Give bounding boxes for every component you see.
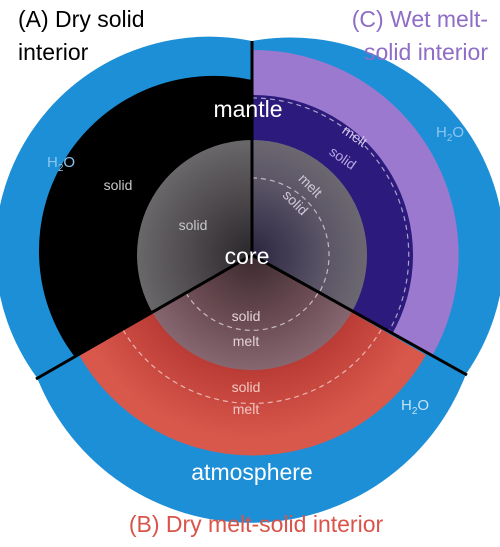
title-c-line2: solid interior: [364, 39, 488, 65]
h2o-right-bottom-label: H2O: [401, 397, 429, 417]
panel-b-core-solid-label: solid: [232, 308, 261, 324]
atmosphere-label: atmosphere: [191, 459, 312, 485]
melt-solid-boundaries: [122, 97, 410, 404]
panel-c-mantle-boundary: [251, 97, 410, 334]
panel-a-mantle-solid-label: solid: [104, 177, 133, 193]
sector-dividers: [35, 41, 468, 381]
panel-b-mantle-dashed: [122, 329, 382, 404]
panel-b-mantle-solid-label: solid: [232, 379, 261, 395]
h2o-right-top-label: H2O: [436, 124, 464, 144]
divider-left: [35, 253, 253, 381]
panel-b-core-melt-label: melt: [233, 333, 260, 349]
h2o-left-label: H2O: [47, 154, 75, 174]
title-a-line2: interior: [18, 39, 89, 65]
panel-b-mantle-melt-label: melt: [233, 401, 260, 417]
mantle-label: mantle: [213, 96, 282, 122]
core-label: core: [225, 243, 270, 269]
title-a-line1: (A) Dry solid: [18, 6, 145, 32]
panel-b-core-dashed: [185, 292, 319, 331]
panel-c-core-boundary: [251, 177, 330, 294]
title-b: (B) Dry melt-solid interior: [129, 511, 384, 537]
title-c-line1: (C) Wet melt-: [352, 6, 488, 32]
divider-right: [251, 253, 468, 377]
panel-a-core: [136, 140, 252, 313]
panel-a-core-solid-label: solid: [179, 217, 208, 233]
